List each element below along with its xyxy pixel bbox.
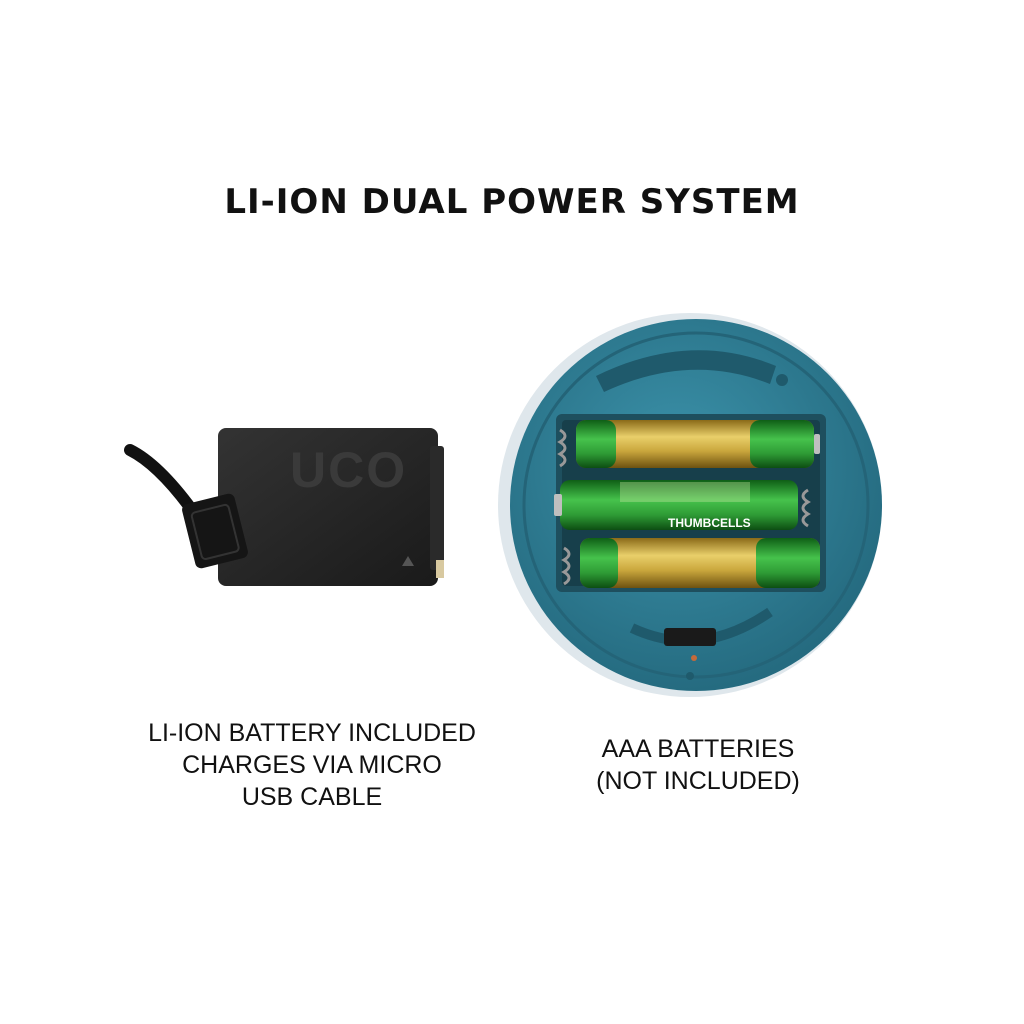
micro-usb-plug [182, 493, 248, 569]
aaa-caption: AAA BATTERIES (NOT INCLUDED) [520, 733, 876, 797]
caption-line: CHARGES VIA MICRO [182, 751, 442, 779]
aaa-battery-1 [557, 420, 820, 468]
li-ion-battery-pack: UCO [124, 428, 444, 586]
arrow-icon [402, 556, 414, 566]
uco-logo: UCO [290, 442, 407, 498]
battery-brand-label: THUMBCELLS [668, 516, 751, 530]
aaa-battery-3 [561, 538, 820, 588]
page-title: LI-ION DUAL POWER SYSTEM [224, 182, 800, 222]
li-ion-caption: LI-ION BATTERY INCLUDED CHARGES VIA MICR… [100, 717, 524, 813]
caption-line: USB CABLE [241, 783, 383, 811]
caption-line: (NOT INCLUDED) [596, 767, 800, 795]
caption-line: LI-ION BATTERY INCLUDED [148, 719, 476, 747]
aaa-battery-2: THUMBCELLS [554, 480, 811, 530]
caption-line: AAA BATTERIES [601, 735, 795, 763]
